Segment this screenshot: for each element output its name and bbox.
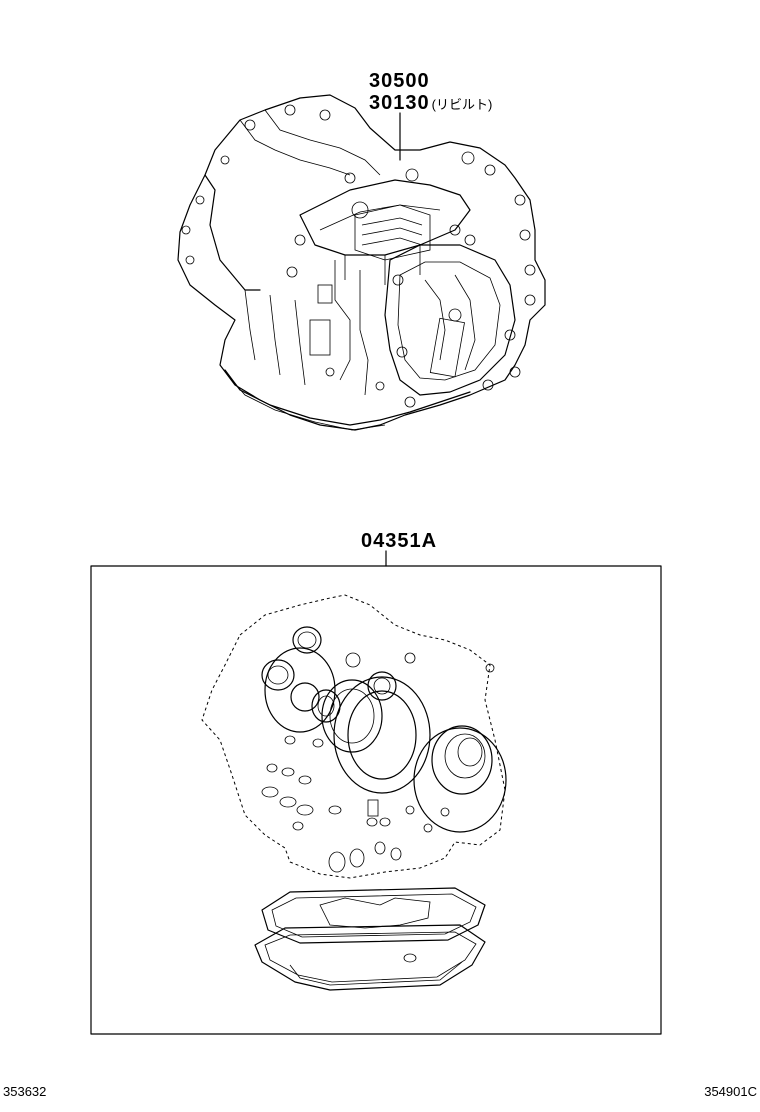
part-number-30130-row: 30130(リビルト) <box>369 92 492 116</box>
kit-frame <box>90 565 662 1035</box>
rebuilt-note: (リビルト) <box>431 97 493 112</box>
gasket-kit-illustration <box>90 550 662 1035</box>
transaxle-assembly-illustration <box>177 94 546 431</box>
part-number-04351a[interactable]: 04351A <box>361 530 438 552</box>
part-number-30130[interactable]: 30130 <box>369 92 430 114</box>
diagram-code-left: 353632 <box>3 1084 47 1099</box>
part-number-30500[interactable]: 30500 <box>369 70 430 92</box>
diagram-code-right: 354901C <box>704 1084 757 1099</box>
